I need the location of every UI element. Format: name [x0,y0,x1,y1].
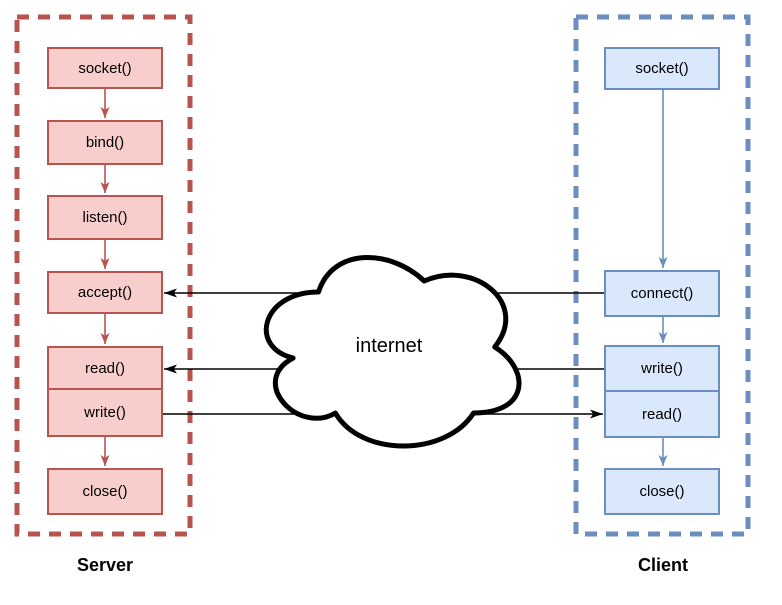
client-socket-box: socket() [604,47,720,90]
client-close-box: close() [604,468,720,515]
client-write-box: write() [604,345,720,392]
client-group-frame [573,14,751,537]
server-group-frame [14,14,193,537]
server-column-label: Server [76,555,134,575]
internet-cloud [263,254,522,449]
server-accept-box: accept() [47,271,163,314]
server-close-box: close() [47,468,163,515]
server-write-box: write() [47,388,163,437]
client-connect-box: connect() [604,270,720,317]
client-column-label: Client [637,555,688,575]
server-socket-box: socket() [47,47,163,89]
server-read-box: read() [47,346,163,390]
server-listen-box: listen() [47,195,163,240]
cloud-label: internet [356,335,423,357]
cloud-shape [263,254,522,449]
server-bind-box: bind() [47,120,163,165]
client-read-box: read() [604,390,720,438]
